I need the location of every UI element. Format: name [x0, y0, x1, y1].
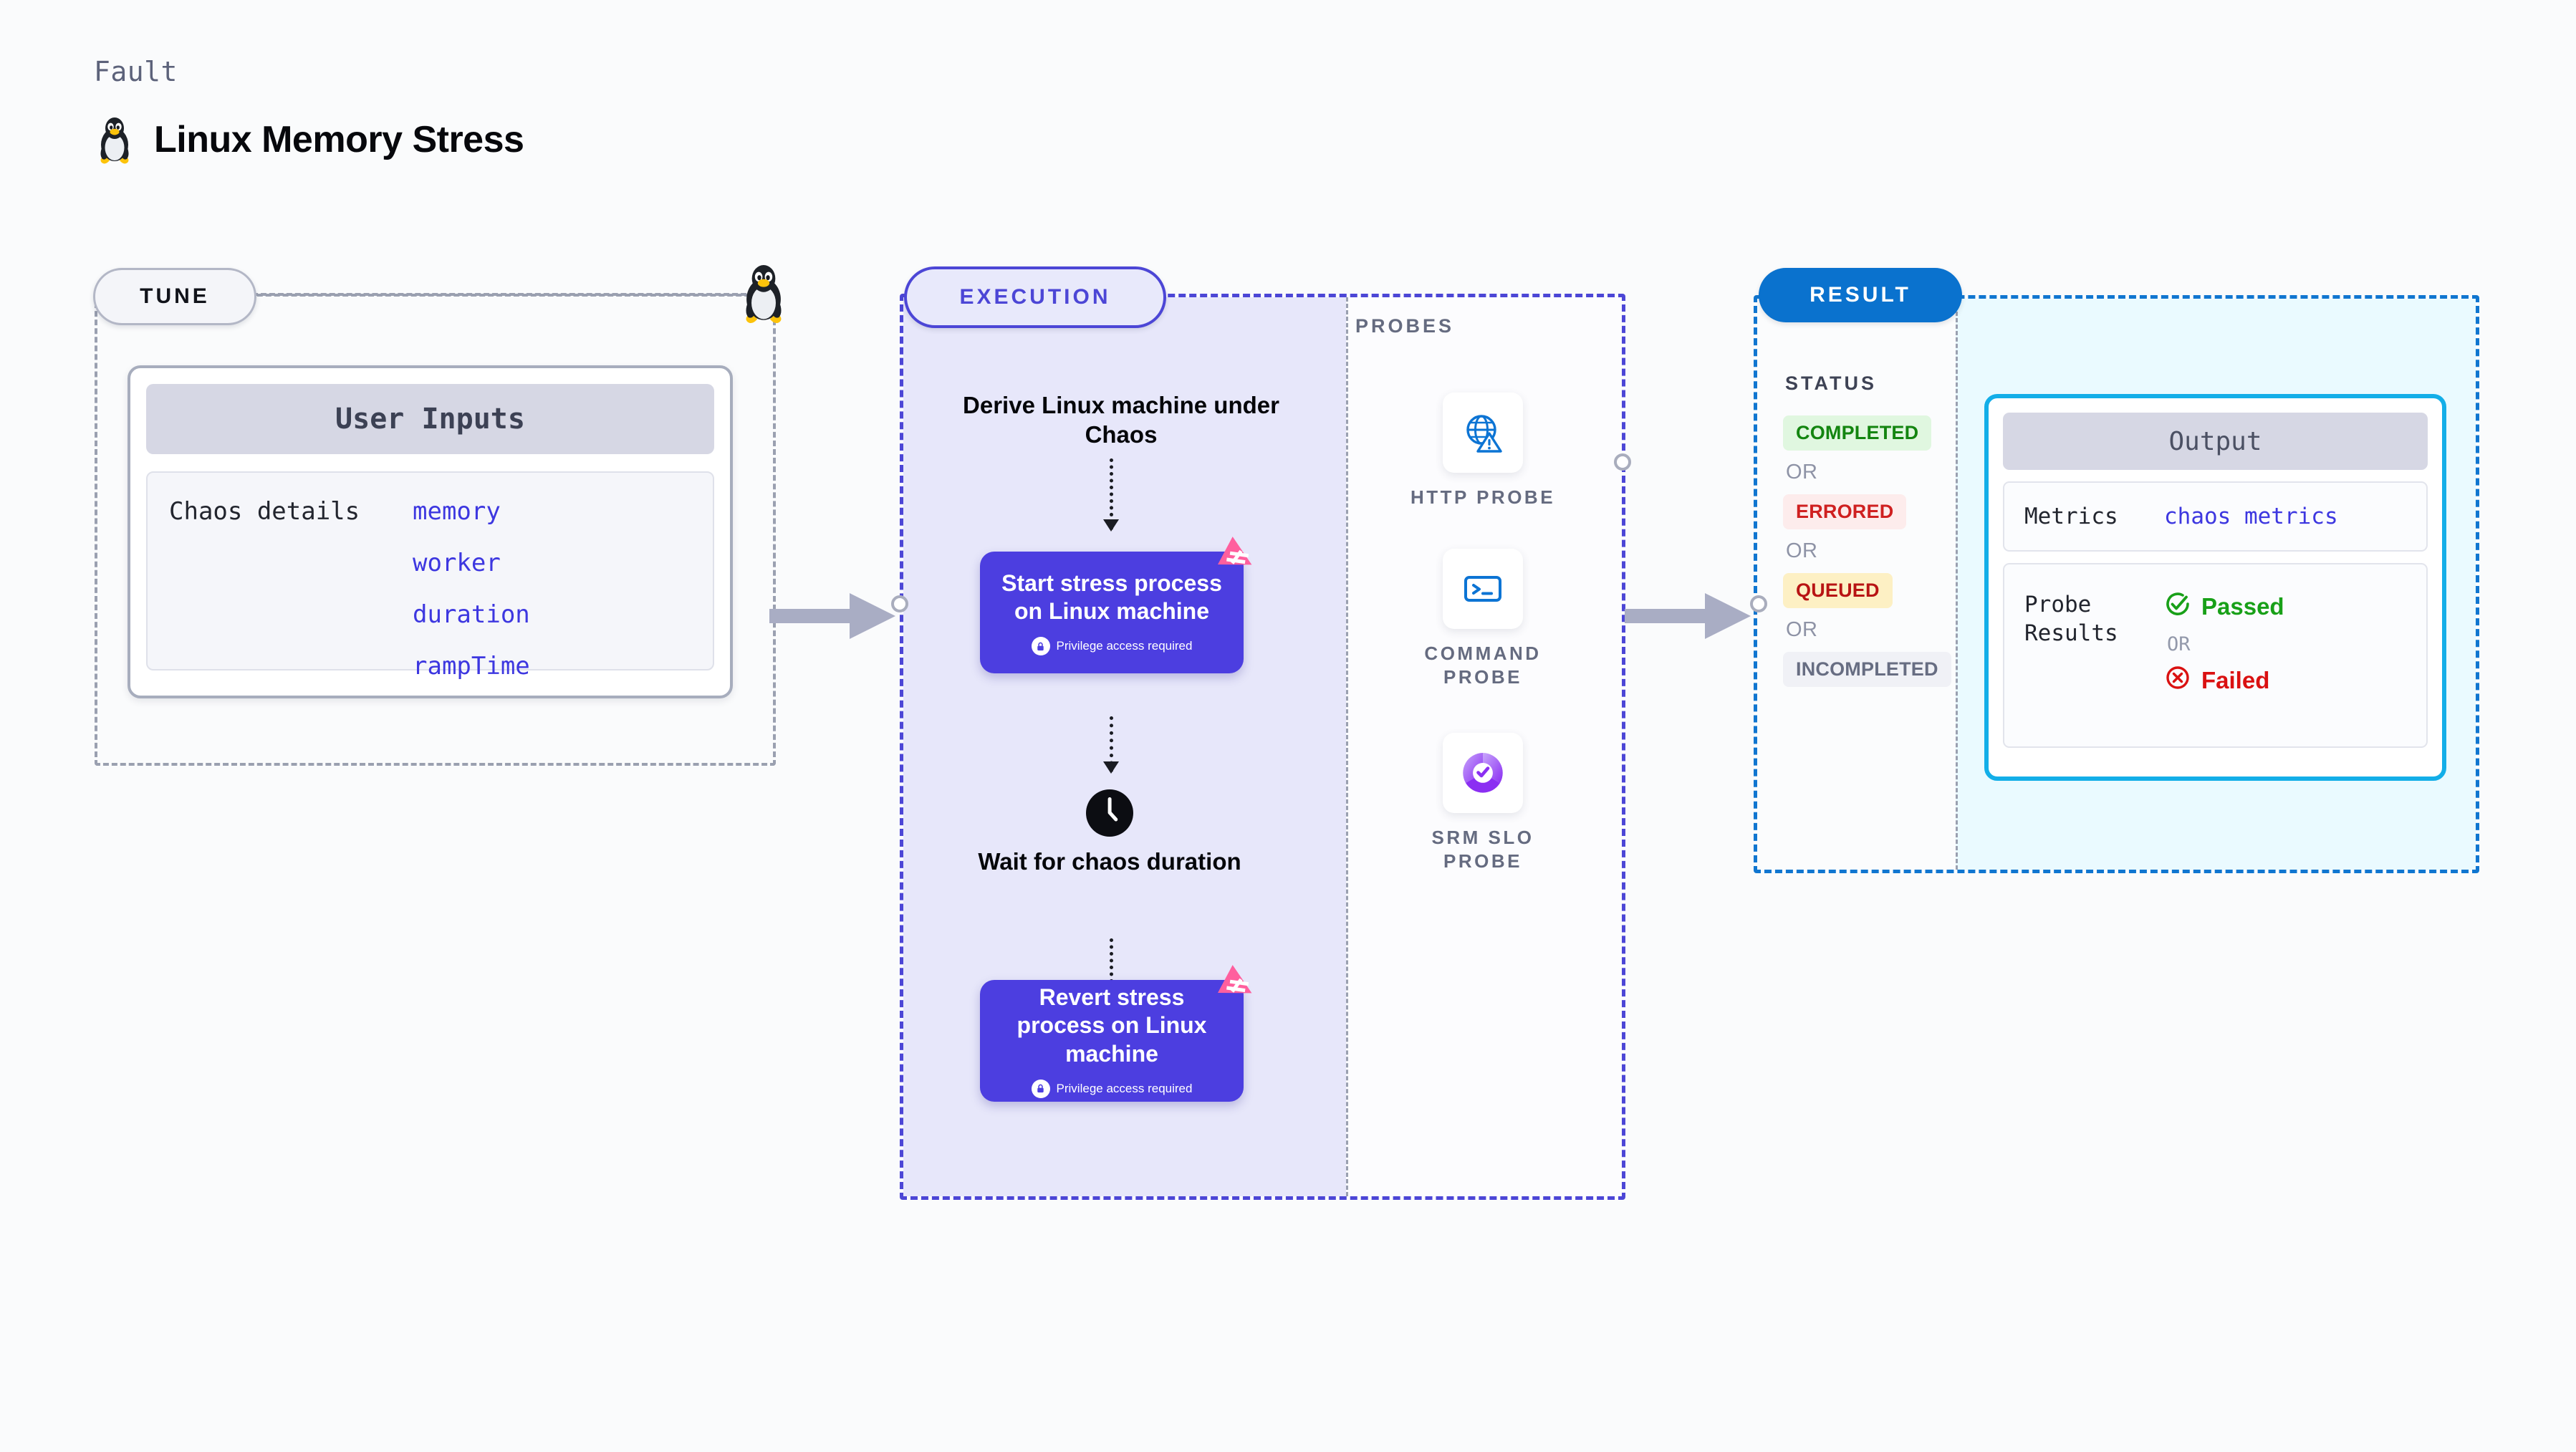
probe-results-values: Passed OR Failed — [2164, 590, 2284, 697]
status-list: COMPLETED OR ERRORED OR QUEUED OR INCOMP… — [1783, 415, 1951, 687]
tux-penguin-corner-icon — [736, 261, 791, 324]
harness-logo-icon — [1216, 964, 1259, 1007]
slo-donut-check-icon — [1443, 733, 1523, 813]
result-divider — [1956, 299, 1958, 870]
check-circle-icon — [2164, 590, 2191, 623]
fault-label: Fault — [94, 56, 178, 87]
lock-icon — [1031, 1079, 1050, 1098]
arrow-execution-to-result — [1625, 589, 1761, 647]
status-or-1: OR — [1786, 461, 1818, 484]
page-title-text: Linux Memory Stress — [154, 119, 524, 160]
flow-arrow-start-to-wait — [1103, 716, 1119, 774]
probes-right-connector-dot — [1614, 453, 1631, 471]
revert-stress-process-card[interactable]: Revert stress process on Linux machine P… — [980, 965, 1252, 1102]
verdict-passed-label: Passed — [2201, 593, 2284, 620]
terminal-icon — [1443, 549, 1523, 629]
probe-item-command[interactable]: COMMAND PROBE — [1400, 549, 1565, 690]
probe-item-srm-slo[interactable]: SRM SLO PROBE — [1400, 733, 1565, 874]
tune-section-badge[interactable]: TUNE — [93, 268, 256, 325]
verdict-passed: Passed — [2164, 590, 2284, 623]
output-card-header: Output — [2003, 413, 2428, 470]
status-badge-queued: QUEUED — [1783, 573, 1893, 608]
page-title: Linux Memory Stress — [94, 115, 524, 165]
metrics-row: Metrics chaos metrics — [2003, 481, 2428, 552]
user-inputs-card: User Inputs Chaos details memory worker … — [128, 365, 733, 698]
revert-stress-process-title: Revert stress process on Linux machine — [1017, 984, 1207, 1067]
probe-label-command: COMMAND PROBE — [1424, 643, 1542, 688]
start-stress-process-card[interactable]: Start stress process on Linux machine Pr… — [980, 537, 1252, 673]
globe-warning-icon — [1443, 393, 1523, 473]
tune-top-dashed-connector — [252, 293, 755, 296]
probe-item-http[interactable]: HTTP PROBE — [1400, 393, 1565, 509]
tux-penguin-icon — [94, 115, 135, 165]
verdict-or: OR — [2167, 633, 2191, 655]
status-badge-errored: ERRORED — [1783, 494, 1907, 529]
harness-logo-icon — [1216, 536, 1259, 579]
status-label: STATUS — [1785, 372, 1877, 394]
lock-icon — [1031, 637, 1050, 656]
execution-left-connector-dot — [891, 595, 908, 612]
status-badge-incompleted: INCOMPLETED — [1783, 652, 1951, 687]
clock-icon — [1085, 788, 1135, 838]
revert-privilege-text: Privilege access required — [1056, 1081, 1193, 1095]
verdict-failed: Failed — [2164, 664, 2269, 697]
chaos-details-values: memory worker duration rampTime — [413, 497, 530, 681]
verdict-failed-label: Failed — [2201, 667, 2270, 693]
status-or-3: OR — [1786, 618, 1818, 641]
wait-for-chaos-duration-label: Wait for chaos duration — [978, 848, 1241, 875]
result-section-badge[interactable]: RESULT — [1759, 268, 1962, 322]
chaos-value-duration[interactable]: duration — [413, 600, 530, 629]
x-circle-icon — [2164, 664, 2191, 697]
probe-label-srm-slo: SRM SLO PROBE — [1431, 827, 1534, 872]
chaos-details-label: Chaos details — [169, 497, 360, 526]
metrics-key: Metrics — [2024, 503, 2118, 529]
arrow-tune-to-execution — [769, 589, 905, 647]
chaos-value-memory[interactable]: memory — [413, 497, 501, 526]
chaos-value-worker[interactable]: worker — [413, 549, 501, 577]
status-badge-completed: COMPLETED — [1783, 415, 1932, 451]
chaos-details-panel: Chaos details memory worker duration ram… — [146, 471, 714, 681]
user-inputs-header: User Inputs — [146, 384, 714, 454]
start-stress-process-title: Start stress process on Linux machine — [1001, 569, 1222, 624]
status-or-2: OR — [1786, 539, 1818, 562]
execution-section-badge[interactable]: EXECUTION — [904, 266, 1166, 328]
revert-privilege-note: Privilege access required — [1031, 1079, 1193, 1098]
flow-arrow-derive-to-start — [1103, 458, 1119, 532]
result-left-connector-dot — [1750, 595, 1767, 612]
derive-machine-step-label: Derive Linux machine under Chaos — [963, 392, 1279, 448]
probe-label-http: HTTP PROBE — [1410, 486, 1556, 508]
probes-label: PROBES — [1355, 315, 1455, 337]
start-privilege-text: Privilege access required — [1056, 639, 1193, 653]
probes-divider — [1346, 297, 1348, 1196]
start-privilege-note: Privilege access required — [1031, 637, 1193, 656]
chaos-value-ramptime[interactable]: rampTime — [413, 652, 530, 681]
metrics-value[interactable]: chaos metrics — [2164, 504, 2338, 529]
